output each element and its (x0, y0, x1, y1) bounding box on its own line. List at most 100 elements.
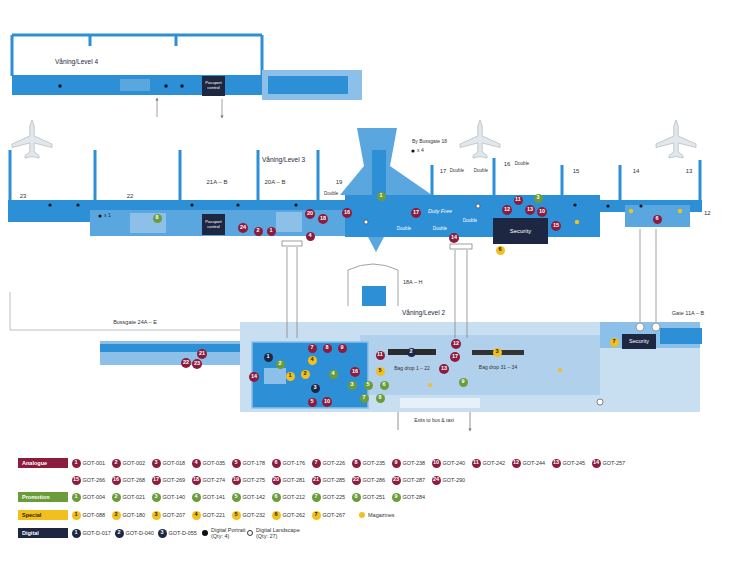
legend-item: 21GOT-285 (312, 475, 346, 485)
location-code: GOT-267 (323, 512, 346, 518)
marker-number: 3 (350, 382, 353, 388)
marker-number: 24 (240, 225, 246, 231)
location-marker: 11 (514, 196, 523, 205)
location-marker: 2 (276, 360, 285, 369)
area-name: Bussgate 24A – E (113, 319, 157, 325)
legend-number: 4 (192, 493, 201, 502)
legend-item: 17GOT-269 (152, 475, 186, 485)
location-code: GOT-141 (203, 494, 226, 500)
legend-ring (247, 530, 253, 536)
area-label: Passport control (204, 81, 223, 90)
legend-number: 13 (552, 459, 561, 468)
category-swatch: Digital (18, 528, 68, 538)
legend-entry: Special (18, 510, 68, 520)
location-code: GOT-176 (283, 460, 306, 466)
legend-item: 7GOT-226 (312, 458, 346, 468)
legend-item: 6GOT-262 (272, 510, 306, 520)
location-code: GOT-035 (203, 460, 226, 466)
marker-number: 11 (515, 197, 521, 203)
location-code: GOT-225 (323, 494, 346, 500)
marker-number: 9 (340, 345, 343, 351)
marker-number: 1 (269, 228, 272, 234)
legend-number: 17 (152, 476, 161, 485)
passport-control-box: Passport control (202, 214, 225, 235)
location-code: GOT-018 (163, 460, 186, 466)
marker-number: 14 (251, 374, 257, 380)
double-gate-note: Double (474, 169, 488, 174)
legend-item: 2GOT-D-040 (115, 528, 154, 538)
gate-number: 15 (573, 168, 580, 175)
marker-number: 15 (553, 223, 559, 229)
marker-number: 12 (504, 207, 510, 213)
passport-control-box: Passport control (202, 76, 225, 96)
category-swatch: Analogue (18, 458, 68, 468)
location-marker: 6 (496, 246, 505, 255)
marker-number: 23 (194, 361, 200, 367)
legend-number: 9 (392, 459, 401, 468)
location-marker: 13 (525, 205, 535, 215)
location-code: GOT-275 (243, 477, 266, 483)
legend-item: 18GOT-274 (192, 475, 226, 485)
gate-number: 14 (633, 168, 640, 175)
aircraft-icon (12, 120, 52, 158)
location-code: GOT-242 (483, 460, 506, 466)
location-marker: 7 (360, 394, 369, 403)
location-marker: 11 (376, 351, 385, 360)
location-code: GOT-D-040 (126, 530, 154, 536)
legend-number: 20 (272, 476, 281, 485)
area-name: Exits to bus & taxi (414, 418, 454, 424)
legend-dot (202, 530, 208, 536)
marker-number: 7 (362, 395, 365, 401)
gate-number: 19 (336, 179, 343, 186)
legend-item: 5GOT-142 (232, 492, 266, 502)
location-marker: 2 (407, 348, 416, 357)
location-marker: 16 (350, 367, 360, 377)
double-gate-note: Double (324, 192, 338, 197)
marker-number: 8 (325, 345, 328, 351)
location-code: GOT-240 (443, 460, 466, 466)
marker-number: 9 (461, 379, 464, 385)
gate-number: 23 (20, 193, 27, 200)
location-code: GOT-D-055 (169, 530, 197, 536)
legend-number: 2 (112, 459, 121, 468)
legend-item: 19GOT-275 (232, 475, 266, 485)
legend-item: 1GOT-088 (72, 510, 106, 520)
legend-item: 6GOT-176 (272, 458, 306, 468)
legend-entry: Digital (18, 528, 68, 538)
legend-item: 14GOT-257 (592, 458, 626, 468)
marker-number: 4 (310, 357, 313, 363)
marker-number: 17 (413, 210, 419, 216)
legend-item: 3GOT-207 (152, 510, 186, 520)
location-marker: 16 (342, 208, 352, 218)
legend-number: 19 (232, 476, 241, 485)
location-code: GOT-286 (363, 477, 386, 483)
marker-number: 8 (155, 215, 158, 221)
location-marker: 3 (493, 348, 502, 357)
location-code: GOT-268 (123, 477, 146, 483)
legend-number: 1 (72, 511, 81, 520)
marker-number: 2 (256, 228, 259, 234)
location-marker: 20 (305, 209, 315, 219)
legend-item: 1GOT-D-017 (72, 528, 111, 538)
location-marker: 17 (411, 208, 421, 218)
marker-number: 10 (324, 399, 330, 405)
location-code: GOT-281 (283, 477, 306, 483)
location-marker: 7 (610, 338, 619, 347)
legend-item: 4GOT-221 (192, 510, 226, 520)
legend-number: 3 (152, 459, 161, 468)
location-marker: 1 (264, 353, 273, 362)
legend-item: 22GOT-286 (352, 475, 386, 485)
location-marker: 9 (459, 378, 468, 387)
marker-number: 3 (536, 195, 539, 201)
legend-item: 4GOT-035 (192, 458, 226, 468)
location-marker: 9 (338, 344, 347, 353)
legend-item: 1GOT-004 (72, 492, 106, 502)
location-marker: 12 (451, 339, 461, 349)
location-code: GOT-251 (363, 494, 386, 500)
marker-number: 2 (409, 349, 412, 355)
location-marker: 1 (267, 227, 276, 236)
location-code: GOT-235 (363, 460, 386, 466)
legend-item: 4GOT-141 (192, 492, 226, 502)
marker-number: 6 (655, 216, 658, 222)
marker-number: 12 (453, 341, 459, 347)
